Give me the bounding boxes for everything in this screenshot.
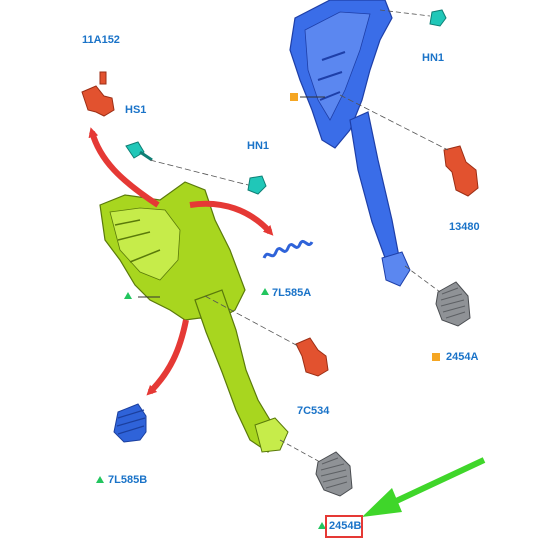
label-7l585a: 7L585A <box>272 287 312 299</box>
red-arrow-right <box>189 200 274 236</box>
sensor-11a152 <box>81 71 115 117</box>
switch-13480 <box>443 145 479 197</box>
triangle-marker-7l585a <box>261 288 269 295</box>
hs1-screw <box>125 141 153 162</box>
label-2454a: 2454A <box>446 351 479 363</box>
green-pedal-arm <box>99 181 289 453</box>
label-7l585b: 7L585B <box>108 474 148 486</box>
red-arrow-up <box>88 127 160 208</box>
square-marker-2454a <box>432 353 440 361</box>
switch-7c534 <box>295 337 329 377</box>
pad-2454b <box>315 451 353 497</box>
red-arrow-down <box>146 319 189 396</box>
label-hs1: HS1 <box>125 104 147 116</box>
hn1-nut-left <box>247 175 267 195</box>
hn1-nut-right <box>429 9 447 27</box>
green-pointer-arrow <box>362 457 486 517</box>
label-hn1-left: HN1 <box>247 140 270 152</box>
spring-7l585a <box>262 239 314 259</box>
triangle-marker-7l585b <box>96 476 104 483</box>
pad-2454a <box>435 281 471 327</box>
label-11a152: 11A152 <box>82 34 120 46</box>
spring-7l585b <box>113 403 147 443</box>
triangle-marker-green-arm <box>124 292 132 299</box>
triangle-marker-2454b <box>318 522 326 529</box>
label-7c534: 7C534 <box>297 405 330 417</box>
highlight-box-2454b <box>325 515 363 538</box>
label-hn1-right: HN1 <box>422 52 445 64</box>
square-marker-blue-arm <box>290 93 298 101</box>
label-2454b: 2454B <box>329 520 362 532</box>
blue-pedal-arm <box>289 0 411 287</box>
label-13480: 13480 <box>449 221 480 233</box>
